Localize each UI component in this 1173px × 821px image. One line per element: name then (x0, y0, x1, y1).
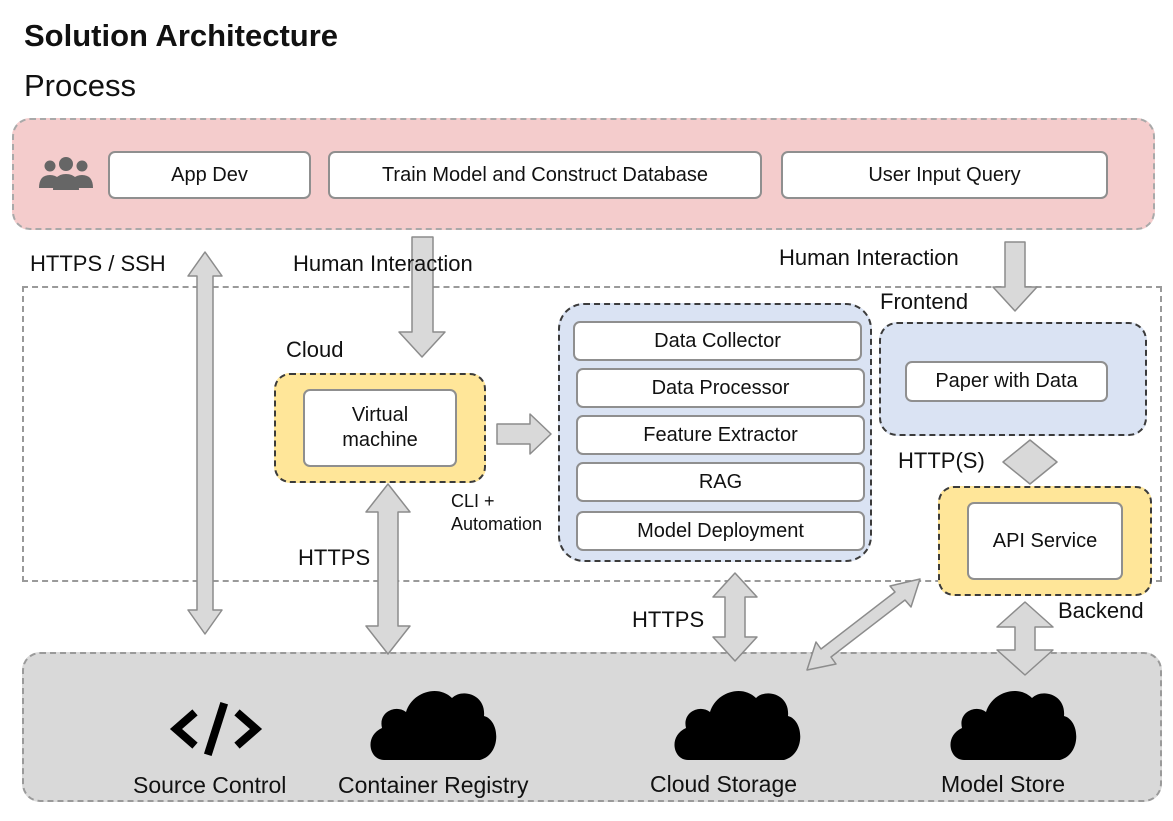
https-ssh-arrow (187, 251, 223, 635)
feature-extractor-box[interactable]: Feature Extractor (576, 415, 865, 455)
users-icon (39, 157, 93, 190)
https-vm-label: HTTPS (298, 545, 371, 570)
pipeline-storage-arrow (712, 572, 758, 662)
vm-https-arrow (365, 483, 411, 655)
https-storage-label: HTTPS (632, 607, 705, 632)
rag-box[interactable]: RAG (576, 462, 865, 502)
backend-modelstore-arrow (996, 601, 1054, 676)
model-store-label: Model Store (941, 771, 1066, 797)
human-interaction-right-arrow (992, 241, 1038, 312)
page-title: Solution Architecture (24, 18, 339, 53)
container-registry-label: Container Registry (338, 772, 529, 798)
human-interaction-left-arrow (398, 236, 446, 358)
vm-to-pipeline-arrow (496, 413, 552, 455)
data-processor-box[interactable]: Data Processor (576, 368, 865, 408)
paper-with-data-box[interactable]: Paper with Data (905, 361, 1108, 402)
model-store-cloud-icon (950, 690, 1077, 760)
api-service-box[interactable]: API Service (967, 502, 1123, 580)
code-icon (169, 701, 263, 757)
user-input-query-box[interactable]: User Input Query (781, 151, 1108, 199)
cloud-label: Cloud (286, 337, 344, 362)
page-subtitle: Process (24, 68, 136, 103)
storage-api-arrow (806, 578, 921, 671)
frontend-label: Frontend (880, 289, 969, 314)
virtual-machine-box[interactable]: Virtual machine (303, 389, 457, 467)
application-band (22, 286, 1162, 582)
model-deployment-box[interactable]: Model Deployment (576, 511, 865, 551)
frontend-backend-arrow (1002, 439, 1058, 485)
https-ssh-label: HTTPS / SSH (30, 251, 166, 276)
human-interaction-right-label: Human Interaction (779, 245, 959, 270)
cli-automation-label: CLI + Automation (451, 491, 543, 535)
container-registry-cloud-icon (370, 690, 497, 760)
backend-label: Backend (1058, 598, 1144, 623)
human-interaction-left-label: Human Interaction (293, 251, 473, 276)
cloud-storage-label: Cloud Storage (650, 771, 798, 797)
app-dev-box[interactable]: App Dev (108, 151, 311, 199)
http-s-label: HTTP(S) (898, 448, 985, 473)
train-model-box[interactable]: Train Model and Construct Database (328, 151, 762, 199)
cloud-storage-cloud-icon (674, 690, 801, 760)
source-control-label: Source Control (133, 772, 287, 798)
data-collector-box[interactable]: Data Collector (573, 321, 862, 361)
